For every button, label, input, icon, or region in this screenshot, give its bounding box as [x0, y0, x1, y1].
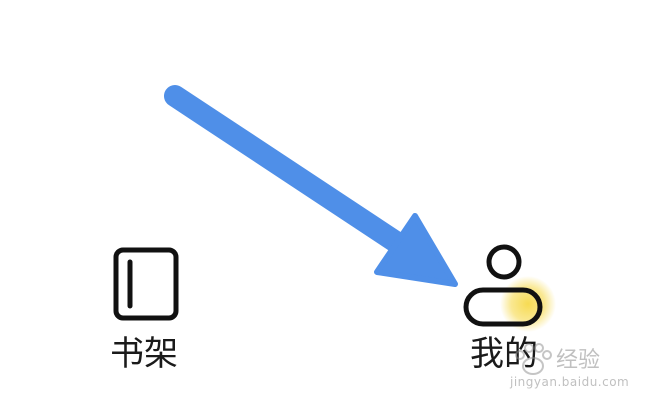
tab-bookshelf[interactable]: 书架 [100, 238, 200, 383]
watermark-text: 经验 [556, 348, 601, 373]
tab-mine-label: 我的 [470, 334, 538, 374]
watermark: 经验 jingyan.baidu.com [508, 340, 648, 400]
tab-mine[interactable]: 我的 [452, 238, 562, 383]
tab-bookshelf-label: 书架 [110, 334, 178, 374]
book-icon [113, 247, 179, 321]
watermark-url: jingyan.baidu.com [510, 375, 630, 389]
paw-icon [515, 343, 552, 375]
person-icon [463, 244, 556, 332]
